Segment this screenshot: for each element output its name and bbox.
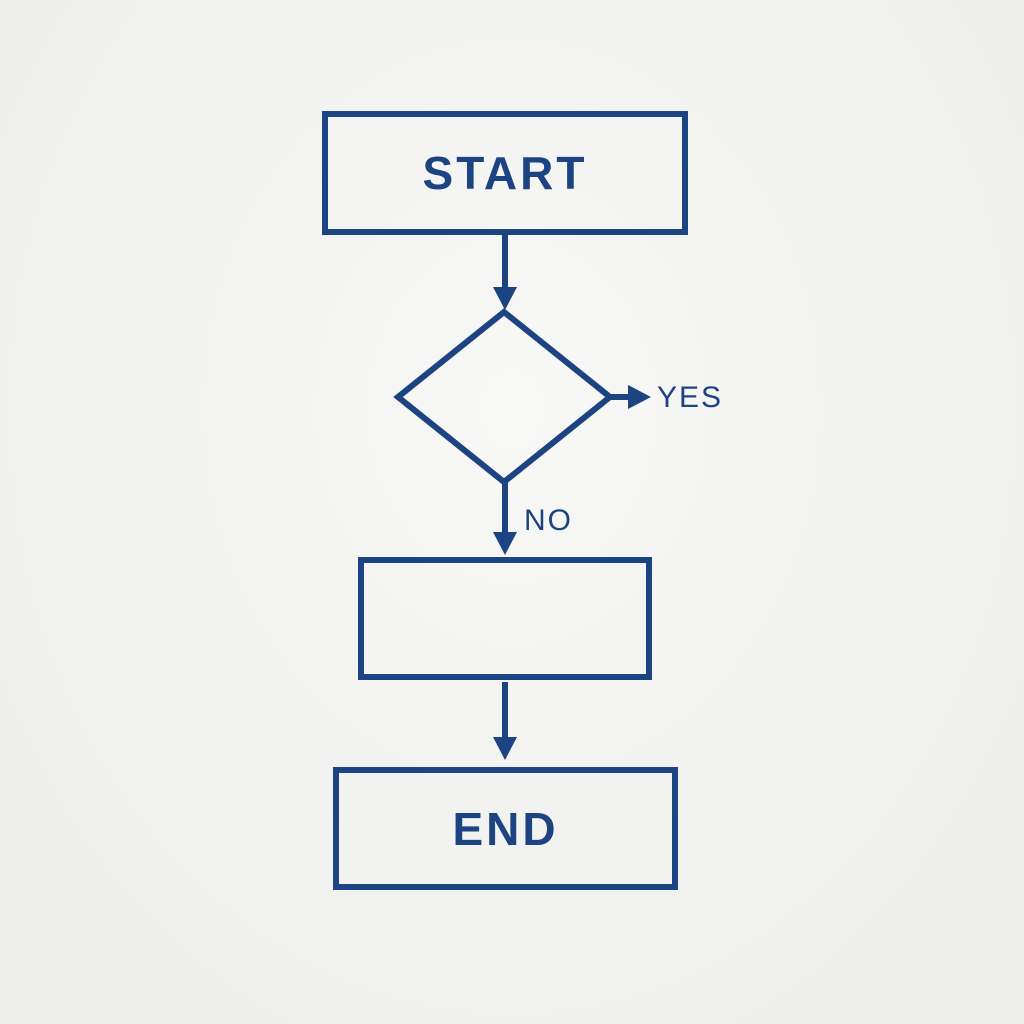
arrowhead-down-icon: [493, 532, 517, 555]
arrowhead-right-icon: [628, 385, 651, 409]
end-node-label: END: [452, 802, 559, 855]
no-edge-label: NO: [524, 504, 573, 537]
arrow-decision-no: [493, 482, 517, 555]
arrowhead-down-icon: [493, 287, 517, 310]
arrow-start-to-decision: [493, 235, 517, 310]
start-node-label: START: [422, 147, 588, 199]
decision-diamond-shape: [393, 308, 615, 486]
arrowhead-down-icon: [493, 737, 517, 760]
arrow-process-to-end: [493, 682, 517, 760]
arrow-decision-yes: [610, 385, 651, 409]
yes-edge-label: YES: [657, 381, 724, 414]
start-node: START: [322, 111, 688, 235]
process-node: [358, 557, 652, 680]
end-node: END: [333, 767, 678, 890]
